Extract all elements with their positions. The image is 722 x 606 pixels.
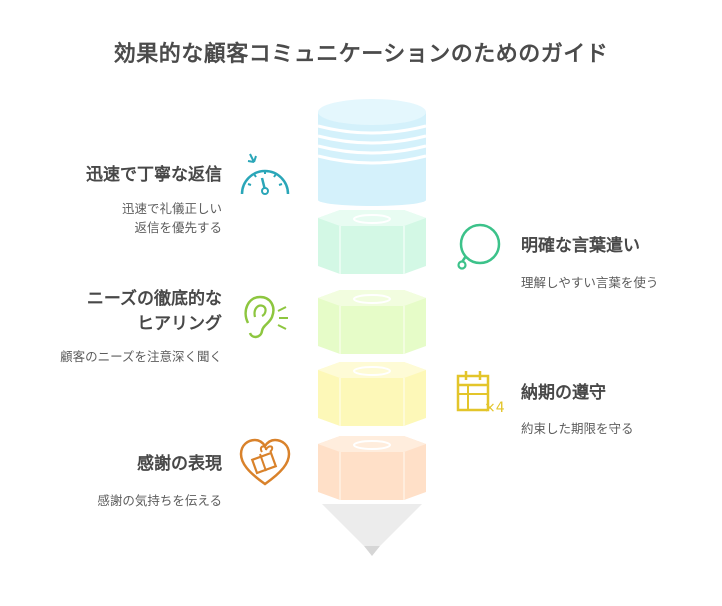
section-gratitude-description-line: 感謝の気持ちを伝える <box>97 493 222 508</box>
pencil-eraser-segment <box>317 99 427 206</box>
section-speed-description-line: 迅速で礼儀正しい <box>121 201 222 216</box>
section-speed-description: 迅速で礼儀正しい 返信を優先する <box>22 199 222 237</box>
pencil-segment-lime <box>318 290 426 354</box>
section-clarity-heading: 明確な言葉遣い <box>521 236 640 256</box>
section-gratitude-description: 感謝の気持ちを伝える <box>22 491 222 510</box>
section-clarity-description: 理解しやすい言葉を使う <box>521 273 711 292</box>
section-deadline-description: 約束した期限を守る <box>521 419 711 438</box>
section-listening-description-line: 顧客のニーズを注意深く聞く <box>60 349 222 364</box>
speedometer-icon <box>240 153 290 195</box>
section-listening-heading-line: ヒアリング <box>137 314 222 334</box>
section-clarity-description-line: 理解しやすい言葉を使う <box>521 275 659 290</box>
section-speed-heading: 迅速で丁寧な返信 <box>86 165 222 185</box>
section-deadline-heading: 納期の遵守 <box>521 383 606 403</box>
pencil-segment-peach <box>318 436 426 500</box>
section-deadline-description-line: 約束した期限を守る <box>521 421 634 436</box>
page-title: 効果的な顧客コミュニケーションのためのガイド <box>113 42 609 67</box>
heart-gift-icon <box>239 438 291 486</box>
section-listening-heading-line: ニーズの徹底的な <box>86 289 222 309</box>
pencil-segment-green <box>318 210 426 274</box>
section-listening-description: 顧客のニーズを注意深く聞く <box>2 347 222 366</box>
speech-bubble-icon <box>457 223 501 270</box>
ear-icon <box>244 295 288 339</box>
section-gratitude-heading: 感謝の表現 <box>137 454 222 474</box>
section-listening-heading: ニーズの徹底的な ヒアリング <box>2 287 222 337</box>
pencil-segment-yellow <box>318 362 426 426</box>
svg-text:×4: ×4 <box>484 400 505 416</box>
section-speed-description-line: 返信を優先する <box>134 220 222 235</box>
calendar-icon: ×4 <box>456 371 505 416</box>
pencil-tip <box>322 504 422 556</box>
